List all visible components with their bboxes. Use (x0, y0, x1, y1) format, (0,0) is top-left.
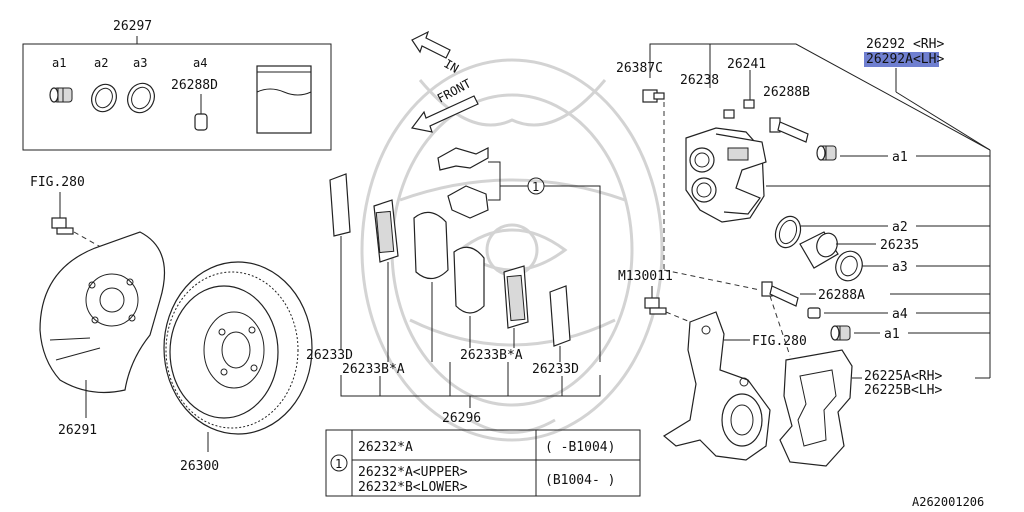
kit-part-number: 26297 (113, 19, 152, 34)
inner-shim (549, 285, 571, 347)
left-shim-label: 26233D (306, 348, 353, 363)
fig-ref-right: FIG.280 (752, 334, 807, 349)
left-pad-label: 26233B*A (342, 362, 405, 377)
bolt-icon (644, 297, 667, 315)
guide-pin-icon (761, 281, 799, 307)
table-ref: 1 (335, 457, 342, 471)
caliper-lh-label: 26292A<LH> (866, 52, 944, 67)
right-pad-label: 26233B*A (460, 348, 523, 363)
boot-icon (49, 87, 73, 103)
table-row2-part: 26232*A<UPPER> (358, 465, 468, 480)
brake-pads-group: 26296 1 26233D 26233B*A 26233B*A 26233D (306, 147, 601, 426)
dust-shield: 26291 (39, 231, 166, 438)
fig-ref-left: FIG.280 (30, 175, 107, 251)
cap-icon (723, 99, 755, 119)
bolt-icon (51, 217, 74, 235)
kit-item-a1-label: a1 (52, 56, 66, 70)
pin-boot-icon (816, 145, 837, 161)
bracket-rh-label: 26225A<RH> (864, 369, 942, 384)
fig-ref-label: FIG.280 (30, 175, 85, 190)
caliper-bracket (779, 349, 853, 467)
pad-clips (437, 147, 489, 219)
a4-label: a4 (892, 307, 908, 322)
outer-pad (413, 211, 449, 280)
rotor-part-number: 26300 (180, 459, 219, 474)
diagram-code: A262001206 (912, 495, 984, 509)
kit-item-a2-label: a2 (94, 56, 108, 70)
piston-seal-icon (91, 83, 117, 113)
a2-label: a2 (892, 220, 908, 235)
watermark-logo (360, 58, 664, 442)
kit-pin-label: 26288D (171, 78, 218, 93)
table-row1-range: ( -B1004) (545, 440, 615, 455)
grease-packet-icon (256, 65, 312, 134)
outer-shim (329, 173, 351, 237)
piston-seal-icon (774, 215, 802, 249)
piston-icon (799, 231, 839, 269)
table-row2-range: (B1004- ) (545, 473, 615, 488)
bracket-lh-label: 26225B<LH> (864, 383, 942, 398)
caliper-body (685, 127, 767, 223)
inner-pad (453, 246, 485, 314)
kit-item-a4-label: a4 (193, 56, 207, 70)
bolt-label: M130011 (618, 269, 673, 284)
steering-knuckle (662, 311, 771, 461)
pin-26288A-label: 26288A (818, 288, 865, 303)
applicability-table: 1 26232*A ( -B1004) 26232*A<UPPER> 26232… (325, 429, 641, 497)
a1-bottom-label: a1 (884, 327, 900, 342)
piston-boot-icon (127, 82, 155, 114)
table-row1-part: 26232*A (358, 440, 413, 455)
a1-top-label: a1 (892, 150, 908, 165)
right-shim-label: 26233D (532, 362, 579, 377)
a3-label: a3 (892, 260, 908, 275)
caliper-assembly: 26292 <RH> 26292A<LH> 26387C 26238 26241… (616, 37, 991, 467)
part-26241-label: 26241 (727, 57, 766, 72)
pin-boot-icon (830, 325, 851, 341)
pads-group-number: 26296 (442, 411, 481, 426)
piston-label: 26235 (880, 238, 919, 253)
bleeder-label: 26387C (616, 61, 663, 76)
part-26288B-label: 26288B (763, 85, 810, 100)
guide-pin-icon (769, 117, 809, 143)
table-row2-part2: 26232*B<LOWER> (358, 480, 468, 495)
pin-icon (807, 307, 821, 319)
kit-item-a3-label: a3 (133, 56, 147, 70)
kit-box: 26297 a1 a2 a3 a4 26288D (22, 19, 332, 151)
brake-rotor: 26300 (163, 261, 313, 474)
pin-icon (194, 94, 208, 131)
caliper-rh-label: 26292 <RH> (866, 37, 944, 52)
part-26238-label: 26238 (680, 73, 719, 88)
ref-circle-1: 1 (532, 180, 539, 194)
arrow-in-label: IN (442, 56, 462, 75)
bleeder-screw-icon (642, 89, 665, 103)
highlight (864, 52, 939, 67)
piston-boot-icon (835, 250, 863, 282)
shield-part-number: 26291 (58, 423, 97, 438)
